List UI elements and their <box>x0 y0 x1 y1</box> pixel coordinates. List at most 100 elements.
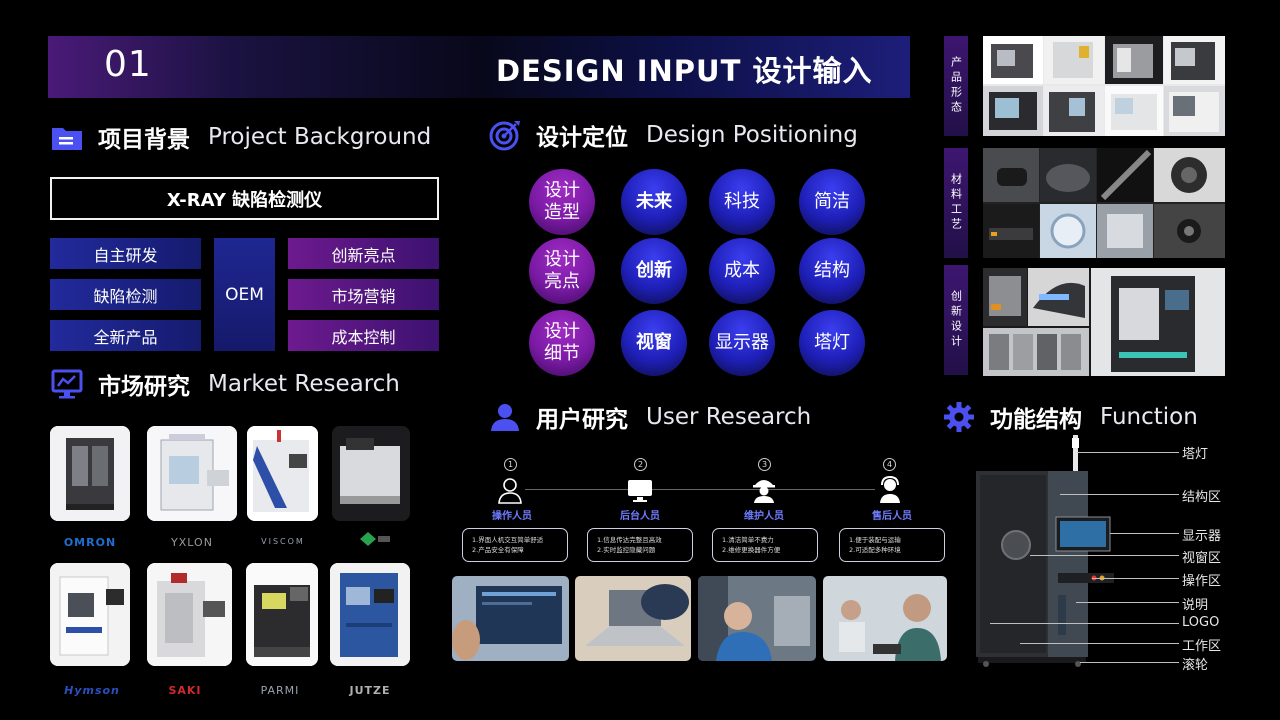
user-heading-zh: 用户研究 <box>536 407 628 433</box>
machine-image <box>147 563 232 666</box>
folder-icon <box>52 128 82 150</box>
callout-line <box>1077 452 1179 453</box>
callout-line <box>1060 494 1179 495</box>
brand-logo: VISCOM <box>261 537 305 546</box>
header-banner: 01 DESIGN INPUT 设计输入 <box>48 36 910 98</box>
tag-left-1: 自主研发 <box>50 238 201 269</box>
keyword-circle: 视窗 <box>621 310 687 376</box>
category-circle: 设计亮点 <box>529 238 595 304</box>
brand-logo: Hymson <box>64 684 120 697</box>
callout-line <box>1030 555 1179 556</box>
machine-image <box>50 426 130 521</box>
function-label: 操作区 <box>1182 574 1222 589</box>
keyword-circle: 显示器 <box>709 310 775 376</box>
moodboard-label-text: 产品形态 <box>949 56 963 116</box>
user-photo <box>698 576 816 661</box>
xray-machine-illustration <box>970 435 1120 667</box>
operator-icon <box>496 476 524 508</box>
callout-line <box>990 623 1179 624</box>
market-heading-en: Market Research <box>208 371 400 397</box>
role-number: 1 <box>504 458 517 471</box>
function-label: 视窗区 <box>1182 551 1222 566</box>
monitor-chart-icon <box>51 369 83 399</box>
function-label: 说明 <box>1182 598 1209 613</box>
role-need-line: 1.清洁简单不费力 <box>722 536 774 544</box>
product-name-box: X-RAY 缺陷检测仪 <box>50 177 439 220</box>
moodboard-label-text: 材料工艺 <box>949 173 963 233</box>
machine-image <box>247 426 318 521</box>
machine-image <box>246 563 318 666</box>
brand-logo: SAKI <box>168 684 202 697</box>
target-icon <box>489 121 520 151</box>
function-label: 显示器 <box>1182 529 1222 544</box>
hardhat-worker-icon <box>750 474 778 508</box>
brand-logo: OMRON <box>63 536 117 549</box>
keyword-circle: 成本 <box>709 238 775 304</box>
brand-logo: JUTZE <box>349 684 391 697</box>
function-label: 滚轮 <box>1182 658 1209 673</box>
background-heading-en: Project Background <box>208 124 432 150</box>
innovation-collage <box>983 268 1225 376</box>
machine-image <box>147 426 237 521</box>
background-heading: 项目背景 Project Background <box>50 120 431 154</box>
user-heading-en: User Research <box>646 404 812 430</box>
callout-line <box>1092 578 1179 579</box>
user-photo <box>575 576 691 661</box>
headset-agent-icon <box>876 474 904 508</box>
callout-line <box>1080 662 1179 663</box>
role-needs: 1.便于装配与运输 2.可适配多种环境 <box>839 528 945 562</box>
role-connector <box>525 489 875 490</box>
keyword-circle: 未来 <box>621 169 687 235</box>
positioning-heading: 设计定位 Design Positioning <box>488 118 858 152</box>
moodboard-label: 创新设计 <box>944 265 968 375</box>
keyword-circle: 科技 <box>709 169 775 235</box>
category-label: 设计细节 <box>544 321 580 364</box>
machine-image <box>330 563 410 666</box>
page-title: DESIGN INPUT 设计输入 <box>496 54 873 88</box>
role-number: 2 <box>634 458 647 471</box>
product-form-collage <box>983 36 1225 136</box>
gear-icon <box>944 402 974 432</box>
section-number: 01 <box>104 44 152 85</box>
desktop-icon <box>626 478 654 508</box>
background-heading-zh: 项目背景 <box>98 127 190 153</box>
tag-right-3: 成本控制 <box>288 320 439 351</box>
function-heading-zh: 功能结构 <box>990 407 1082 433</box>
machine-image <box>50 563 130 666</box>
brand-logo: PARMI <box>260 684 300 697</box>
function-label: 工作区 <box>1182 639 1222 654</box>
keyword-circle: 简洁 <box>799 169 865 235</box>
function-label: 塔灯 <box>1182 447 1209 462</box>
category-label: 设计造型 <box>544 180 580 223</box>
moodboard-label: 产品形态 <box>944 36 968 136</box>
function-heading: 功能结构 Function <box>942 400 1198 434</box>
role-needs: 1.界面人机交互简单舒适 2.产品安全有保障 <box>462 528 568 562</box>
role-number: 3 <box>758 458 771 471</box>
brand-logo: YXLON <box>171 536 213 549</box>
role-name: 售后人员 <box>872 511 912 522</box>
market-heading: 市场研究 Market Research <box>50 367 400 401</box>
keyword-circle: 结构 <box>799 238 865 304</box>
user-heading: 用户研究 User Research <box>488 400 811 434</box>
role-needs: 1.信息传达完整且高效 2.实时监控隐藏问题 <box>587 528 693 562</box>
brand-logo <box>358 530 392 552</box>
function-label: 结构区 <box>1182 490 1222 505</box>
role-name: 操作人员 <box>492 511 532 522</box>
user-icon <box>491 404 519 431</box>
tag-right-1: 创新亮点 <box>288 238 439 269</box>
role-need-line: 2.产品安全有保障 <box>472 546 524 554</box>
keyword-circle: 创新 <box>621 238 687 304</box>
market-heading-zh: 市场研究 <box>98 374 190 400</box>
positioning-heading-en: Design Positioning <box>646 122 858 148</box>
positioning-heading-zh: 设计定位 <box>536 125 628 151</box>
function-heading-en: Function <box>1100 404 1198 430</box>
keyword-circle: 塔灯 <box>799 310 865 376</box>
user-photo <box>452 576 569 661</box>
function-label: LOGO <box>1182 615 1220 630</box>
category-label: 设计亮点 <box>544 249 580 292</box>
role-need-line: 2.可适配多种环境 <box>849 546 901 554</box>
tag-left-3: 全新产品 <box>50 320 201 351</box>
category-circle: 设计细节 <box>529 310 595 376</box>
role-need-line: 2.维修更换器件方便 <box>722 546 781 554</box>
category-circle: 设计造型 <box>529 169 595 235</box>
